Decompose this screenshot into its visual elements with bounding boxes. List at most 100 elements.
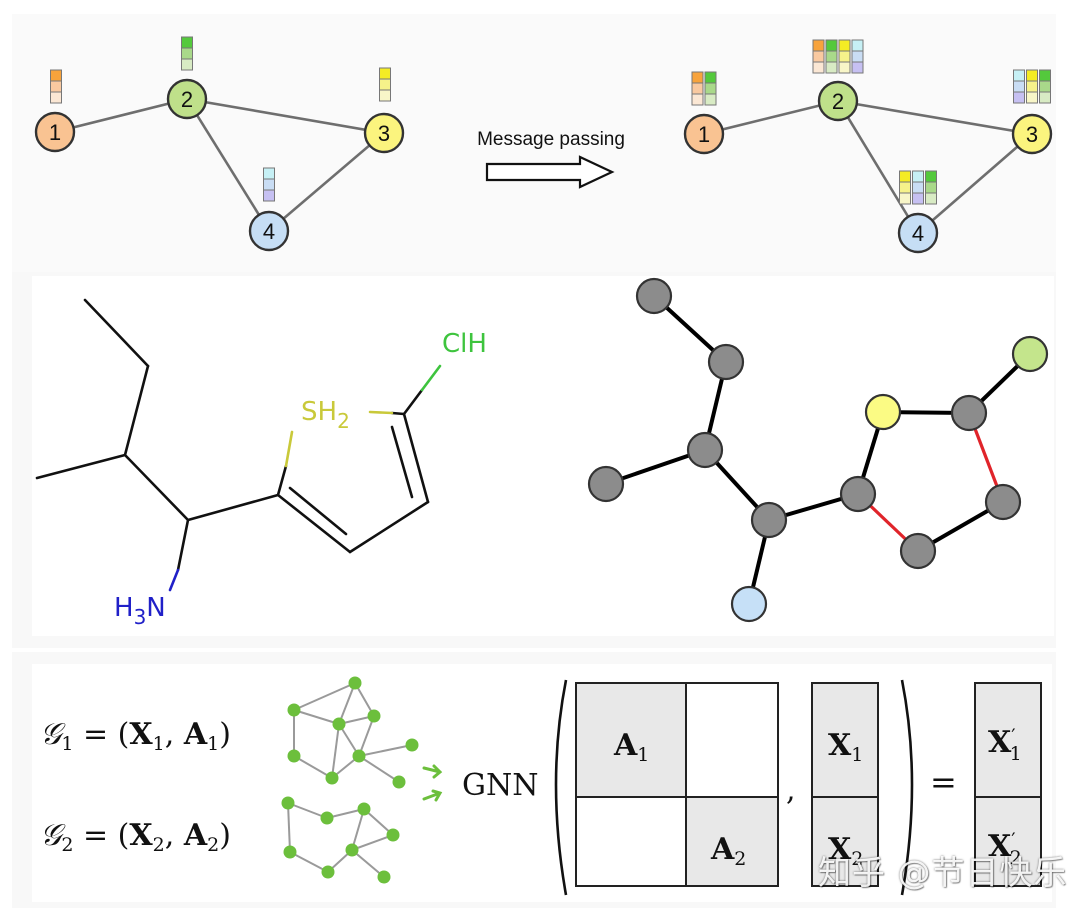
watermark: 知乎 @节日快乐 (818, 853, 1068, 892)
graph-edge (268, 132, 385, 232)
feature-cell (912, 181, 924, 194)
bond (402, 388, 424, 416)
graph-node (287, 703, 301, 717)
graph-edge (293, 709, 340, 725)
feature-vector-blue (912, 170, 924, 205)
node-circle (363, 112, 405, 154)
double-bond (390, 425, 414, 499)
graph-node-2: 2 (166, 36, 208, 120)
node-circle (166, 78, 208, 120)
graph-edge (358, 744, 413, 757)
feature-cell (912, 170, 924, 183)
feature-cell (825, 50, 838, 63)
chlorine-atom (1011, 335, 1049, 373)
carbon-atom (635, 277, 673, 315)
sulfur-atom (864, 393, 902, 431)
graph-g1 (287, 676, 419, 789)
graph-node (392, 775, 406, 789)
graph-edge (186, 97, 385, 135)
node-label: 2 (181, 87, 193, 112)
output-feature-matrix: X′1 X′2 (974, 682, 1042, 887)
node-circle (1011, 113, 1053, 155)
x1-label: X1 (828, 728, 863, 766)
feature-cell (263, 178, 275, 191)
chlorine-label: ClH (442, 329, 487, 359)
node-label: 4 (263, 219, 275, 244)
feature-vector-blue (1013, 69, 1025, 104)
carbon-atom (587, 465, 625, 503)
feature-cell (704, 93, 717, 106)
bond-chlorine (420, 364, 442, 392)
graph-node-3: 3 (1011, 69, 1053, 155)
graph-edge (331, 723, 340, 779)
feature-cell (379, 89, 391, 102)
matrix-block-a1 (575, 682, 687, 798)
feature-cell (851, 61, 864, 74)
right-paren (900, 679, 914, 896)
gnn-label: GNN (462, 768, 538, 803)
feature-cell (181, 47, 193, 60)
graph-node (348, 676, 362, 690)
nitrogen-label: H3N (114, 593, 166, 629)
node-circle (248, 210, 290, 252)
feature-vector-green (704, 71, 717, 106)
graph-node (367, 709, 381, 723)
node-label: 3 (378, 121, 390, 146)
output-block-x2 (974, 796, 1042, 887)
carbon-atom (707, 343, 745, 381)
matrix-block-empty (575, 796, 687, 887)
double-bond (288, 486, 348, 536)
nitrogen-atom (730, 585, 768, 623)
feature-cell (379, 78, 391, 91)
merge-arrows (422, 764, 443, 802)
feature-cell (691, 82, 704, 95)
bond (276, 493, 352, 554)
feature-cell (691, 93, 704, 106)
feature-cell (899, 181, 911, 194)
graph-edge (836, 100, 920, 234)
feature-cell (50, 69, 62, 82)
feature-cell (899, 192, 911, 205)
feature-cell (925, 181, 937, 194)
feature-cell (704, 71, 717, 84)
feature-cell (1013, 91, 1025, 104)
carbon-atom (950, 394, 988, 432)
matrix-block-a2 (685, 796, 779, 887)
node-label: 1 (698, 122, 710, 147)
graph-edge (54, 97, 188, 134)
graph-node (386, 828, 400, 842)
feature-cell (1026, 91, 1038, 104)
x2-prime-label: X′2 (988, 829, 1022, 869)
feature-cell (838, 50, 851, 63)
graph-node (357, 802, 371, 816)
node-circle (683, 113, 725, 155)
node-circle (897, 212, 939, 254)
graph-edge (358, 755, 400, 783)
feature-cell (838, 39, 851, 52)
message-passing-label: Message passing (477, 129, 625, 150)
node-label: 1 (49, 120, 61, 145)
feature-cell (812, 39, 825, 52)
feature-vector-orange (691, 71, 704, 106)
graph-edge (338, 682, 356, 725)
block-adjacency-matrix: A1 A2 (575, 682, 779, 887)
graph-node-4: 4 (897, 170, 939, 254)
feature-vector-yellow (838, 39, 851, 74)
feature-block-x2 (811, 796, 879, 887)
graph-node (321, 865, 335, 879)
bond (176, 518, 190, 572)
feature-vector-orange (50, 69, 62, 104)
skeletal-formula (35, 298, 442, 592)
feature-cell (925, 170, 937, 183)
arrow-icon (422, 789, 443, 802)
graph-edge (358, 715, 375, 757)
graph-node-1: 1 (683, 71, 725, 155)
x2-label: X2 (828, 832, 863, 870)
graph-node (281, 796, 295, 810)
graph-before-message-passing: 1 2 3 4 (34, 36, 405, 252)
graph-edge (351, 834, 394, 851)
feature-vector-yellow (379, 67, 391, 102)
bond (390, 411, 406, 416)
